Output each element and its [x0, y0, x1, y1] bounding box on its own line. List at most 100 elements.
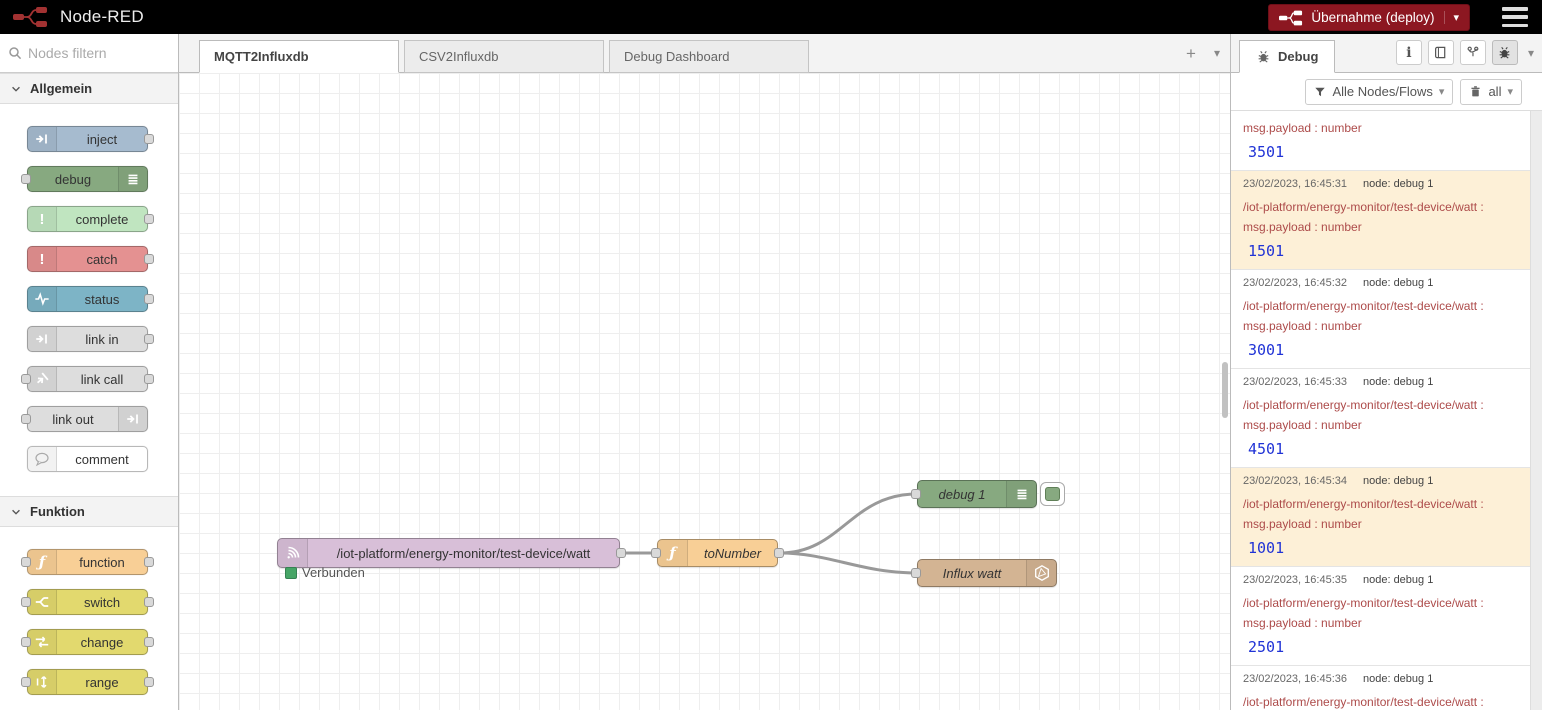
palette-node-function[interactable]: ƒ function	[27, 549, 148, 575]
palette-node-catch[interactable]: ! catch	[27, 246, 148, 272]
input-port[interactable]	[21, 174, 31, 184]
palette-node-link-call[interactable]: link call	[27, 366, 148, 392]
output-port[interactable]	[144, 134, 154, 144]
palette-search[interactable]: Nodes filtern	[0, 34, 178, 73]
status-connected-dot	[285, 567, 297, 579]
node-palette: Nodes filtern Allgemein inject debug ! c…	[0, 34, 179, 710]
flow-node-tonumber[interactable]: ƒ toNumber	[657, 539, 778, 567]
output-port[interactable]	[144, 597, 154, 607]
flow-node-influx-watt[interactable]: Influx watt	[917, 559, 1057, 587]
debug-list-icon	[118, 167, 147, 191]
info-tab-button[interactable]: i	[1396, 40, 1422, 65]
palette-category-funktion[interactable]: Funktion	[0, 496, 178, 527]
palette-node-range[interactable]: range	[27, 669, 148, 695]
bug-icon	[1256, 49, 1271, 64]
output-port[interactable]	[144, 557, 154, 567]
output-port[interactable]	[144, 294, 154, 304]
flow-node-mqtt-in[interactable]: /iot-platform/energy-monitor/test-device…	[277, 538, 620, 568]
palette-node-label: function	[57, 555, 147, 570]
exclamation-icon: !	[28, 247, 57, 271]
inject-icon	[28, 127, 57, 151]
canvas-vertical-scrollbar[interactable]	[1222, 362, 1228, 418]
debug-value: 1001	[1243, 539, 1518, 557]
input-port[interactable]	[21, 677, 31, 687]
output-port[interactable]	[144, 254, 154, 264]
search-icon	[8, 46, 22, 60]
flow-node-label: Influx watt	[918, 566, 1026, 581]
palette-search-placeholder: Nodes filtern	[28, 45, 107, 61]
comment-bubble-icon	[28, 447, 57, 471]
debug-message-list[interactable]: msg.payload : number 3501 23/02/2023, 16…	[1231, 111, 1530, 710]
input-port[interactable]	[911, 568, 921, 578]
palette-node-link-out[interactable]: link out	[27, 406, 148, 432]
header: Node-RED Übernahme (deploy) ▾	[0, 0, 1542, 34]
sidebar-tab-debug[interactable]: Debug	[1239, 40, 1335, 73]
output-port[interactable]	[144, 214, 154, 224]
palette-node-complete[interactable]: ! complete	[27, 206, 148, 232]
mqtt-node-status: Verbunden	[285, 565, 365, 580]
link-call-icon	[28, 367, 57, 391]
debug-node-name: node: debug 1	[1363, 376, 1433, 388]
help-tab-button[interactable]	[1428, 40, 1454, 65]
palette-node-change[interactable]: change	[27, 629, 148, 655]
input-port[interactable]	[911, 489, 921, 499]
chevron-down-icon	[10, 83, 22, 95]
input-port[interactable]	[651, 548, 661, 558]
category-label: Funktion	[30, 504, 85, 519]
debug-filter-button[interactable]: Alle Nodes/Flows ▾	[1305, 79, 1453, 105]
debug-message: 23/02/2023, 16:45:35 node: debug 1 /iot-…	[1231, 567, 1530, 666]
flow-tab-debug-dashboard[interactable]: Debug Dashboard	[609, 40, 809, 73]
palette-node-label: range	[57, 675, 147, 690]
input-port[interactable]	[21, 414, 31, 424]
input-port[interactable]	[21, 374, 31, 384]
flow-wires	[179, 73, 1230, 710]
flow-tabbar: MQTT2Influxdb CSV2Influxdb Debug Dashboa…	[179, 34, 1230, 73]
deploy-options-caret-icon[interactable]: ▾	[1444, 11, 1459, 24]
debug-tab-button[interactable]	[1492, 40, 1518, 65]
exclamation-icon: !	[28, 207, 57, 231]
output-port[interactable]	[144, 374, 154, 384]
output-port[interactable]	[144, 334, 154, 344]
flow-canvas[interactable]: /iot-platform/energy-monitor/test-device…	[179, 73, 1230, 710]
flow-node-label: /iot-platform/energy-monitor/test-device…	[308, 546, 619, 561]
sidebar-options-caret-icon[interactable]: ▾	[1528, 46, 1534, 60]
output-port[interactable]	[616, 548, 626, 558]
input-port[interactable]	[21, 557, 31, 567]
status-text: Verbunden	[302, 565, 365, 580]
input-port[interactable]	[21, 597, 31, 607]
debug-timestamp: 23/02/2023, 16:45:34	[1243, 475, 1347, 487]
palette-category-allgemein[interactable]: Allgemein	[0, 73, 178, 104]
debug-timestamp: 23/02/2023, 16:45:32	[1243, 277, 1347, 289]
output-port[interactable]	[774, 548, 784, 558]
flow-list-caret-icon[interactable]: ▾	[1214, 47, 1220, 59]
palette-category-funktion-body: ƒ function switch change range	[0, 527, 178, 719]
palette-node-comment[interactable]: comment	[27, 446, 148, 472]
deploy-icon	[1279, 10, 1303, 26]
debug-message-partial: msg.payload : number 3501	[1231, 111, 1530, 171]
debug-scrollbar-track[interactable]	[1530, 111, 1542, 710]
flow-node-debug-1[interactable]: debug 1	[917, 480, 1037, 508]
projects-tab-button[interactable]	[1460, 40, 1486, 65]
input-port[interactable]	[21, 637, 31, 647]
deploy-button[interactable]: Übernahme (deploy) ▾	[1268, 4, 1470, 31]
flow-tab-mqtt2influxdb[interactable]: MQTT2Influxdb	[199, 40, 399, 73]
palette-node-switch[interactable]: switch	[27, 589, 148, 615]
main-menu-button[interactable]	[1502, 7, 1528, 27]
palette-node-status[interactable]: status	[27, 286, 148, 312]
output-port[interactable]	[144, 637, 154, 647]
debug-topic: /iot-platform/energy-monitor/test-device…	[1243, 494, 1518, 514]
palette-node-debug[interactable]: debug	[27, 166, 148, 192]
funnel-icon	[1314, 86, 1326, 98]
output-port[interactable]	[144, 677, 154, 687]
add-flow-button[interactable]: +	[1186, 45, 1196, 62]
debug-clear-button[interactable]: all ▾	[1460, 79, 1522, 105]
palette-node-inject[interactable]: inject	[27, 126, 148, 152]
flow-tab-csv2influxdb[interactable]: CSV2Influxdb	[404, 40, 604, 73]
debug-message: 23/02/2023, 16:45:36 node: debug 1 /iot-…	[1231, 666, 1530, 710]
debug-enable-toggle[interactable]	[1040, 482, 1065, 506]
palette-node-link-in[interactable]: link in	[27, 326, 148, 352]
debug-node-name: node: debug 1	[1363, 673, 1433, 685]
debug-node-name: node: debug 1	[1363, 574, 1433, 586]
palette-node-label: catch	[57, 252, 147, 267]
trash-icon	[1469, 85, 1482, 98]
